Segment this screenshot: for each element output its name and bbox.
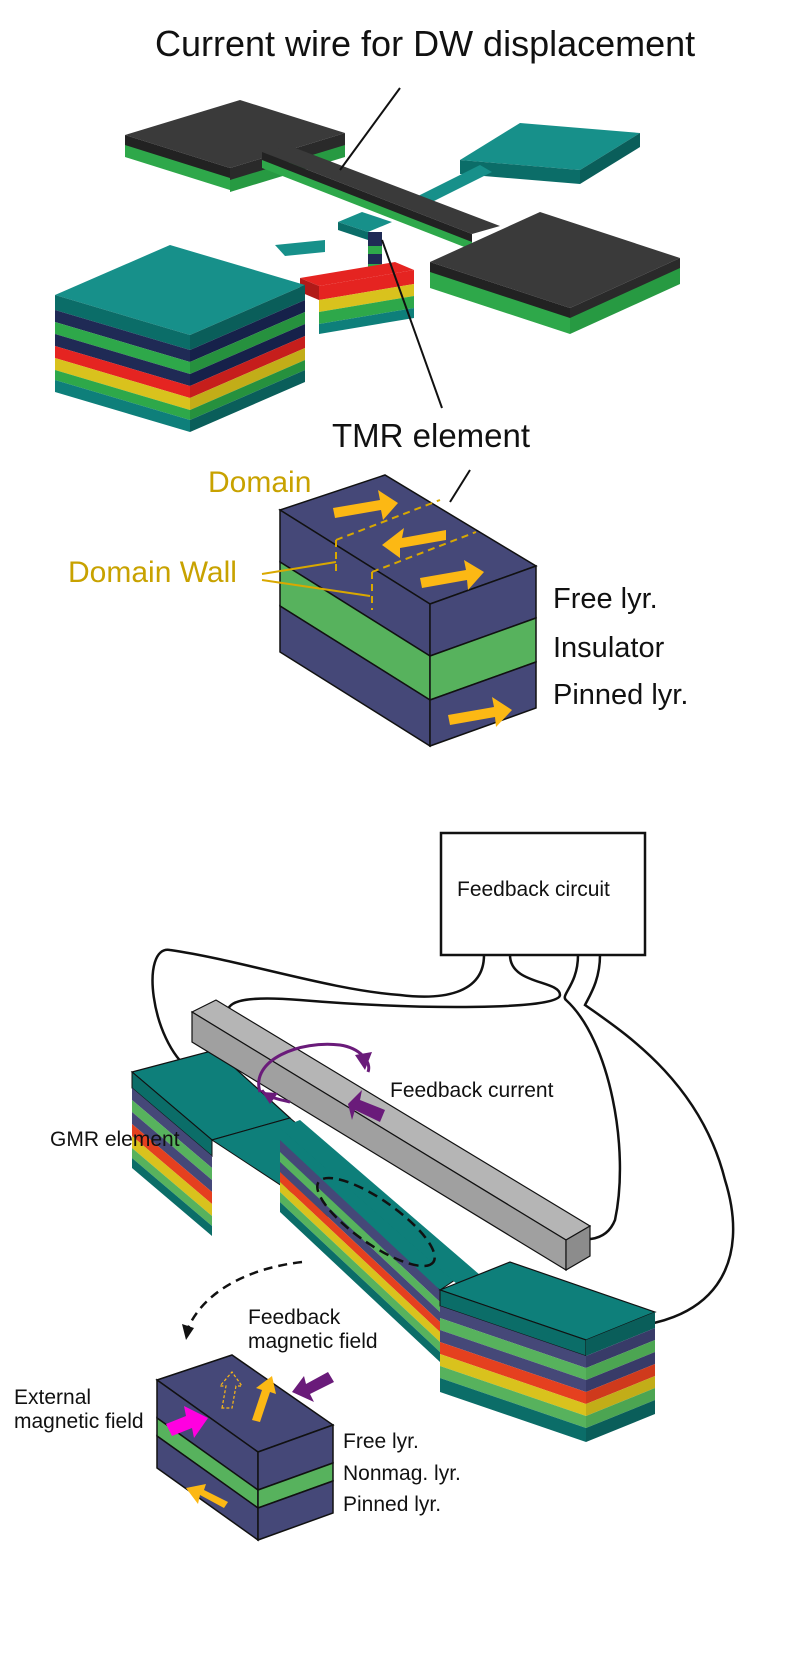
label-feedback-current: Feedback current [390,1079,554,1102]
external-field-arrow [166,1406,208,1438]
tmr-leader-line [381,239,443,409]
label-external-field-2: magnetic field [14,1410,144,1433]
free-layer-initial-arrow [218,1371,244,1409]
label-tmr-element: TMR element [332,417,530,454]
label-free-layer-top: Free lyr. [553,583,658,615]
right-black-pad [430,212,680,334]
label-external-field-1: External [14,1386,91,1409]
left-multilayer-stack [55,240,325,432]
tmr-pillar [338,212,392,272]
pinned-layer-arrow [186,1484,228,1508]
feedback-current-bar [190,999,592,1272]
current-wire-strip [262,146,500,250]
tmr-leader-line-2 [449,469,471,503]
label-feedback-circuit: Feedback circuit [457,878,610,901]
domain-arrow-right-1 [333,490,398,520]
label-feedback-field-1: Feedback [248,1306,341,1329]
zoom-ellipse [316,1176,436,1268]
label-domain-wall: Domain Wall [68,556,237,589]
circuit-wires [151,948,735,1330]
zoom-dashed-arrow [186,1260,303,1329]
gmr-closeup-block [155,1354,335,1542]
label-pinned-layer-top: Pinned lyr. [553,679,688,711]
tmr-device-3d [55,87,680,503]
bottom-strip [300,262,414,334]
right-teal-pad [410,123,640,214]
domain-wall-top-1 [335,499,441,541]
feedback-current-arrow [348,1090,385,1122]
label-gmr-element: GMR element [50,1128,180,1151]
label-feedback-field-2: magnetic field [248,1330,378,1353]
label-insulator: Insulator [553,632,665,664]
label-pinned-layer-bottom: Pinned lyr. [343,1493,441,1516]
title-current-wire: Current wire for DW displacement [155,23,695,64]
pinned-arrow [448,697,512,727]
label-nonmag-layer: Nonmag. lyr. [343,1462,461,1485]
domain-arrow-left [382,528,446,558]
wire-leader-line [339,87,401,171]
domain-wall-top-2 [371,531,477,573]
free-layer-arrow [252,1376,276,1422]
label-free-layer-bottom: Free lyr. [343,1430,419,1453]
domain-arrow-right-2 [420,560,484,590]
feedback-circuit-box [439,831,647,957]
feedback-field-arrow [292,1372,334,1402]
tmr-closeup-block [261,474,538,748]
label-domain: Domain [208,466,311,499]
